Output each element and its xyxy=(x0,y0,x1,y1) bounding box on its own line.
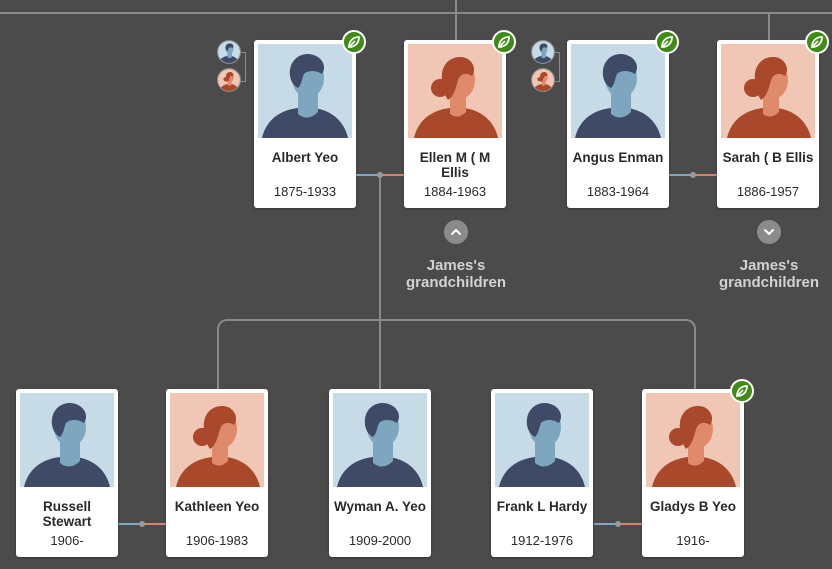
leaf-hint-icon[interactable] xyxy=(492,30,516,54)
person-name: Russell Stewart xyxy=(42,499,92,529)
person-card-kathleen-yeo[interactable]: Kathleen Yeo 1906-1983 xyxy=(166,389,268,557)
person-lifespan: 1916- xyxy=(676,533,710,548)
descendant-line xyxy=(379,178,381,389)
leaf-hint-icon[interactable] xyxy=(655,30,679,54)
person-card-wyman-yeo[interactable]: Wyman A. Yeo 1909-2000 xyxy=(329,389,431,557)
female-avatar-icon xyxy=(408,44,502,138)
person-card-sarah-ellis[interactable]: Sarah ( B Ellis 1886-1957 xyxy=(717,40,819,208)
collapse-grandchildren-button[interactable] xyxy=(444,220,468,244)
male-avatar-icon xyxy=(20,393,114,487)
parent-thumbnail-bracket xyxy=(555,52,560,82)
mother-thumbnail[interactable] xyxy=(217,68,241,92)
person-name: Angus Enman xyxy=(572,150,664,165)
grandchildren-label[interactable]: James's grandchildren xyxy=(718,257,819,291)
female-avatar-icon xyxy=(170,393,264,487)
person-name: Wyman A. Yeo xyxy=(333,499,427,514)
male-avatar-icon xyxy=(495,393,589,487)
person-card-ellen-ellis[interactable]: Ellen M ( M Ellis 1884-1963 xyxy=(404,40,506,208)
partner-line xyxy=(356,174,380,176)
male-avatar-icon xyxy=(258,44,352,138)
person-card-frank-hardy[interactable]: Frank L Hardy 1912-1976 xyxy=(491,389,593,557)
male-avatar-icon xyxy=(333,393,427,487)
person-lifespan: 1883-1964 xyxy=(586,184,650,199)
person-card-gladys-yeo[interactable]: Gladys B Yeo 1916- xyxy=(642,389,744,557)
person-name: Albert Yeo xyxy=(271,150,339,165)
father-thumbnail[interactable] xyxy=(531,40,555,64)
leaf-hint-icon[interactable] xyxy=(342,30,366,54)
male-avatar-icon xyxy=(571,44,665,138)
partner-line xyxy=(118,523,142,525)
person-lifespan: 1906-1983 xyxy=(185,533,249,548)
parent-thumbnail-bracket xyxy=(241,52,246,82)
person-card-albert-yeo[interactable]: Albert Yeo 1875-1933 xyxy=(254,40,356,208)
person-name: Kathleen Yeo xyxy=(174,499,260,514)
ancestor-line xyxy=(768,12,770,40)
father-thumbnail[interactable] xyxy=(217,40,241,64)
mother-thumbnail[interactable] xyxy=(531,68,555,92)
partner-line xyxy=(693,174,717,176)
chevron-up-icon xyxy=(451,229,461,235)
person-name: Sarah ( B Ellis xyxy=(722,150,814,165)
person-card-angus-enman[interactable]: Angus Enman 1883-1964 xyxy=(567,40,669,208)
partner-line xyxy=(669,174,693,176)
children-bracket xyxy=(217,319,696,391)
leaf-hint-icon[interactable] xyxy=(805,30,829,54)
person-lifespan: 1912-1976 xyxy=(510,533,574,548)
couple-node xyxy=(690,172,696,178)
person-name: Ellen M ( M Ellis xyxy=(419,150,491,180)
person-card-russell-stewart[interactable]: Russell Stewart 1906- xyxy=(16,389,118,557)
ancestor-line xyxy=(0,12,832,14)
person-lifespan: 1909-2000 xyxy=(348,533,412,548)
female-avatar-icon xyxy=(646,393,740,487)
female-avatar-icon xyxy=(721,44,815,138)
couple-node xyxy=(139,521,145,527)
partner-line xyxy=(142,523,166,525)
person-lifespan: 1884-1963 xyxy=(423,184,487,199)
chevron-down-icon xyxy=(764,229,774,235)
partner-line xyxy=(618,523,642,525)
person-name: Gladys B Yeo xyxy=(649,499,737,514)
grandchildren-label[interactable]: James's grandchildren xyxy=(405,257,506,291)
person-lifespan: 1906- xyxy=(50,533,84,548)
person-name: Frank L Hardy xyxy=(496,499,588,514)
ancestor-line xyxy=(455,0,457,40)
expand-grandchildren-button[interactable] xyxy=(757,220,781,244)
couple-node xyxy=(377,172,383,178)
couple-node xyxy=(615,521,621,527)
person-lifespan: 1886-1957 xyxy=(736,184,800,199)
person-lifespan: 1875-1933 xyxy=(273,184,337,199)
partner-line xyxy=(380,174,404,176)
leaf-hint-icon[interactable] xyxy=(730,379,754,403)
partner-line xyxy=(594,523,618,525)
